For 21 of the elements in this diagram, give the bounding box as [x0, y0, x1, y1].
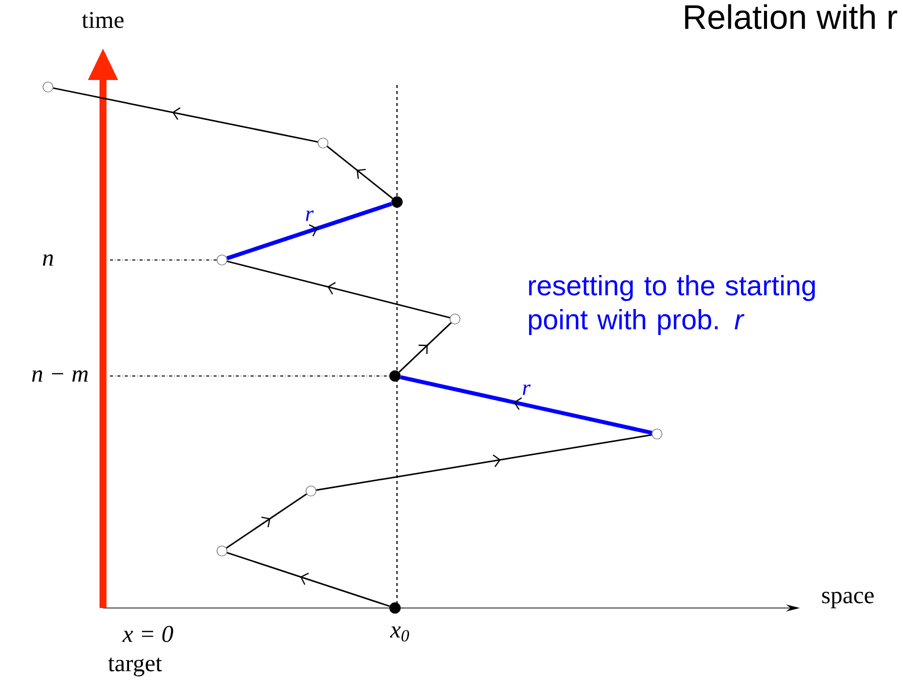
title: Relation with r	[685, 4, 898, 30]
tick-label: n − m	[32, 370, 88, 382]
filled-dot	[391, 196, 403, 208]
open-circle	[216, 546, 228, 556]
filled-dot	[389, 602, 401, 614]
open-circle	[42, 82, 54, 92]
tick-label: x = 0	[122, 626, 174, 642]
annotation: resetting to the starting point with prob. r	[529, 274, 815, 336]
tick-label: x$_{0}$	[390, 626, 410, 642]
edge-label: r	[520, 383, 532, 396]
axis-label: space	[822, 592, 874, 608]
axis-label: time	[82, 12, 124, 28]
edge-label: r	[304, 210, 315, 222]
open-circle	[318, 138, 328, 148]
tick-label: target	[108, 658, 162, 676]
open-circle	[306, 486, 316, 496]
filled-dot	[389, 370, 401, 382]
open-circle	[450, 314, 460, 324]
tick-label: n	[42, 254, 53, 266]
open-circle	[652, 428, 662, 440]
open-circle	[216, 254, 228, 266]
